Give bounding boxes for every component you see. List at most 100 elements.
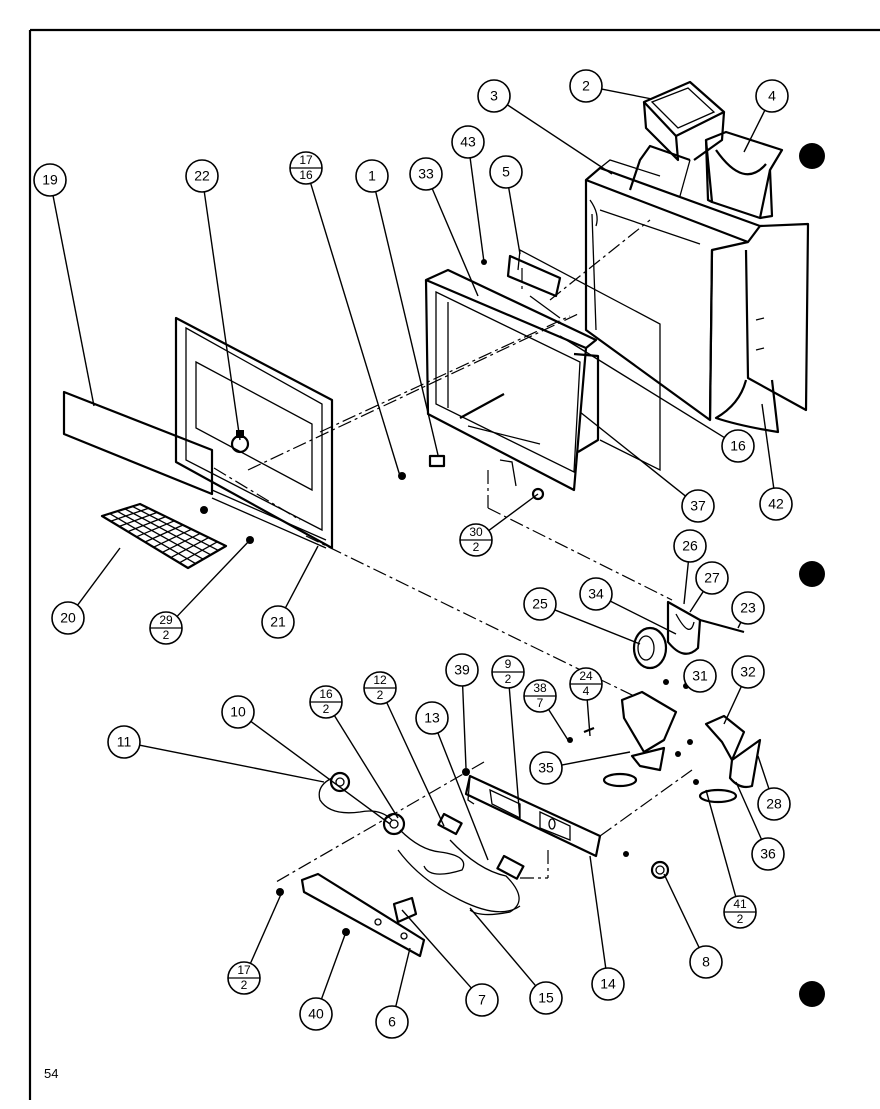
callout-bubble [721, 429, 755, 463]
callout-7[interactable]: 7 [465, 983, 499, 1017]
callout-quantity: 2 [163, 628, 170, 642]
callout-29-qty-2[interactable]: 292 [149, 611, 183, 645]
callout-quantity: 2 [473, 540, 480, 554]
callout-leader [705, 789, 737, 897]
callout-13[interactable]: 13 [415, 701, 449, 735]
callout-8[interactable]: 8 [689, 945, 723, 979]
callout-26[interactable]: 26 [673, 529, 707, 563]
callout-bubble [107, 725, 141, 759]
callout-11[interactable]: 11 [107, 725, 141, 759]
callout-bubble [759, 487, 793, 521]
callout-bubble [751, 837, 785, 871]
callout-leader [663, 873, 700, 948]
callout-quantity: 4 [583, 684, 590, 698]
callout-1[interactable]: 1 [355, 159, 389, 193]
callout-41-qty-2[interactable]: 412 [723, 895, 757, 929]
callout-28[interactable]: 28 [757, 787, 791, 821]
callout-bubble [529, 981, 563, 1015]
callout-bubble [731, 655, 765, 689]
callout-label: 27 [704, 570, 720, 586]
callout-10[interactable]: 10 [221, 695, 255, 729]
callout-leader [508, 187, 521, 255]
callout-bubble [477, 79, 511, 113]
callout-25[interactable]: 25 [523, 587, 557, 621]
callout-leader [52, 195, 95, 407]
callout-9-qty-2[interactable]: 92 [491, 655, 525, 689]
callout-32[interactable]: 32 [731, 655, 765, 689]
callout-16[interactable]: 16 [721, 429, 755, 463]
callout-17-qty-2[interactable]: 172 [227, 961, 261, 995]
callout-19[interactable]: 19 [33, 163, 67, 197]
callout-15[interactable]: 15 [529, 981, 563, 1015]
callout-27[interactable]: 27 [695, 561, 729, 595]
callout-leader [401, 909, 472, 989]
callout-leader [139, 744, 325, 783]
callout-21[interactable]: 21 [261, 605, 295, 639]
callout-3[interactable]: 3 [477, 79, 511, 113]
callout-36[interactable]: 36 [751, 837, 785, 871]
callout-leader [735, 781, 763, 840]
callout-22[interactable]: 22 [185, 159, 219, 193]
callout-39[interactable]: 39 [445, 653, 479, 687]
callout-5[interactable]: 5 [489, 155, 523, 189]
callout-label: 14 [600, 976, 616, 992]
callout-part-number: 41 [733, 897, 747, 911]
callout-20[interactable]: 20 [51, 601, 85, 635]
callout-label: 5 [502, 164, 510, 180]
callout-label: 15 [538, 990, 554, 1006]
callout-leader [320, 931, 347, 1000]
callout-bubble [681, 489, 715, 523]
callout-quantity: 7 [537, 696, 544, 710]
part-switch-cover [276, 872, 426, 958]
callout-label: 20 [60, 610, 76, 626]
callout-leader [461, 685, 467, 769]
callout-part-number: 30 [469, 525, 483, 539]
callout-4[interactable]: 4 [755, 79, 789, 113]
callout-label: 10 [230, 704, 246, 720]
callout-23[interactable]: 23 [731, 591, 765, 625]
part-switches-wiring [318, 771, 525, 916]
part-motor-assembly [632, 600, 745, 689]
callout-6[interactable]: 6 [375, 1005, 409, 1039]
callout-2[interactable]: 2 [569, 69, 603, 103]
callout-leader [469, 157, 485, 263]
callout-38-qty-7[interactable]: 387 [523, 679, 557, 713]
callout-bubble [261, 605, 295, 639]
callout-leader [723, 686, 742, 725]
callout-label: 16 [730, 438, 746, 454]
callout-42[interactable]: 42 [759, 487, 793, 521]
callout-label: 2 [582, 78, 590, 94]
callout-leader [737, 621, 742, 629]
callout-34[interactable]: 34 [579, 577, 613, 611]
callout-leader [554, 609, 641, 645]
callout-bubble [465, 983, 499, 1017]
callout-leader [395, 947, 411, 1007]
callout-leader [488, 493, 539, 532]
callout-quantity: 16 [299, 168, 313, 182]
callout-label: 39 [454, 662, 470, 678]
callout-24-qty-4[interactable]: 244 [569, 667, 603, 701]
callout-37[interactable]: 37 [681, 489, 715, 523]
callout-label: 13 [424, 710, 440, 726]
callout-43[interactable]: 43 [451, 125, 485, 159]
callout-12-qty-2[interactable]: 122 [363, 671, 397, 705]
callout-quantity: 2 [241, 978, 248, 992]
callout-leader [757, 755, 770, 790]
callout-label: 40 [308, 1006, 324, 1022]
callout-bubble [221, 695, 255, 729]
part-rear-panel [714, 222, 810, 434]
alignment-lines [213, 219, 693, 883]
callout-30-qty-2[interactable]: 302 [459, 523, 493, 557]
callout-leader [689, 591, 704, 613]
callout-35[interactable]: 35 [529, 751, 563, 785]
callout-bubble [51, 601, 85, 635]
callout-14[interactable]: 14 [591, 967, 625, 1001]
callout-16-qty-2[interactable]: 162 [309, 685, 343, 719]
callout-31[interactable]: 31 [683, 659, 717, 693]
part-actuator-levers [567, 690, 762, 804]
part-chute-housing [584, 144, 762, 422]
callout-33[interactable]: 33 [409, 157, 443, 191]
callout-40[interactable]: 40 [299, 997, 333, 1031]
